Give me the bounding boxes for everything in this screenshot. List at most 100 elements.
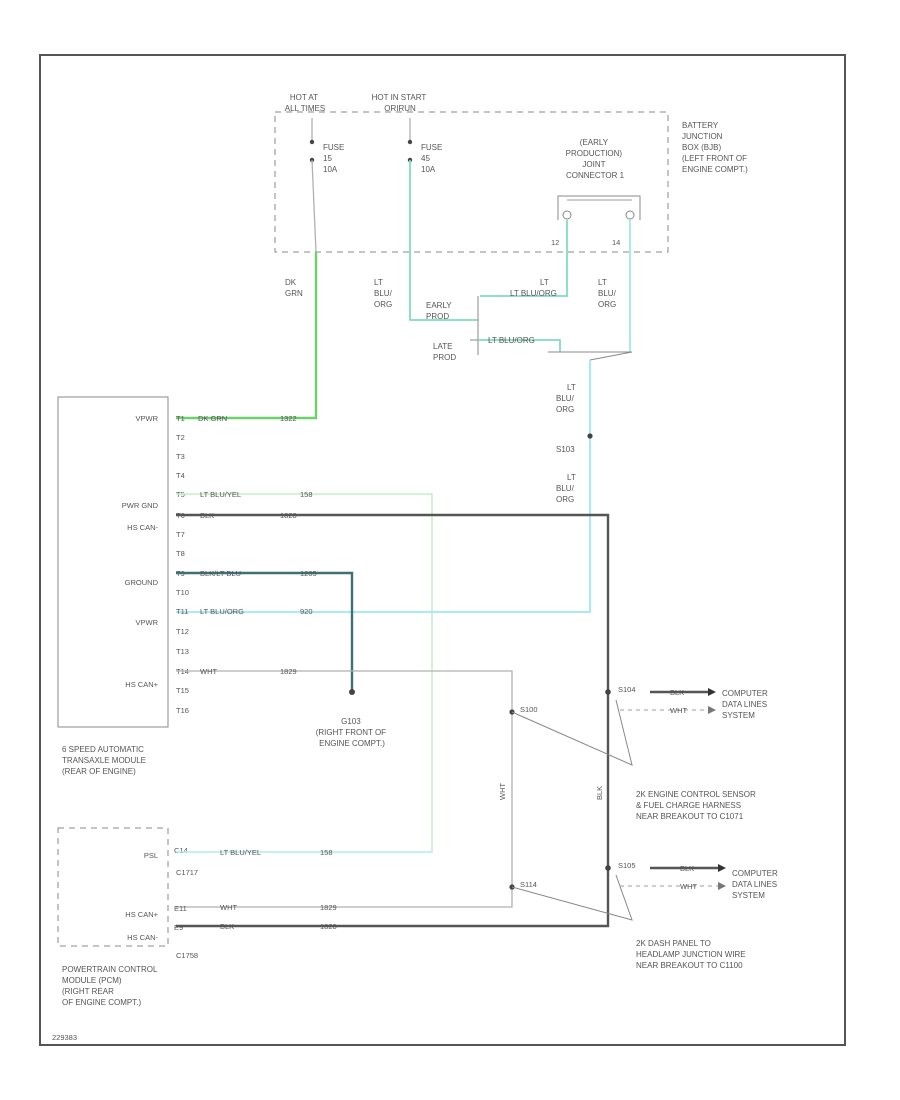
wire-lt-blu-org-label-4: LT BLU/ ORG: [556, 383, 578, 414]
joint-connector-pin-12-num: 12: [551, 238, 559, 247]
data-link-top-blk-arrow: [708, 688, 716, 696]
tcm-pin-num-12: T12: [176, 627, 189, 636]
splice-s103-label: S103: [556, 445, 575, 454]
splice-s114-label: S114: [520, 880, 537, 889]
joint-connector-pin-12: [562, 210, 572, 220]
pcm-psl-circuit: 158: [320, 848, 333, 857]
tcm-t1-color: DK GRN: [198, 414, 227, 423]
data-link-bot-wht-label: WHT: [680, 882, 697, 891]
wire-blk-hs-can-minus: [176, 513, 610, 928]
harness-note-1: 2K ENGINE CONTROL SENSOR & FUEL CHARGE H…: [636, 790, 758, 821]
wire-dk-grn-vpwr: [176, 252, 318, 420]
fuse-15-top-dot: [309, 139, 315, 145]
tcm-t1-circuit: 1322: [280, 414, 297, 423]
data-link-bot-wht-arrow: [718, 882, 726, 890]
splice-right-bot-dot: [605, 865, 611, 871]
data-link-top-wht-arrow: [708, 706, 716, 714]
pcm-pin-num-canp: E11: [174, 904, 187, 913]
pcm-connector-2: C1758: [176, 951, 198, 960]
late-prod-label: LATE PROD: [433, 342, 456, 362]
tcm-pin-num-7: T7: [176, 530, 185, 539]
splice-s100-label: S100: [520, 705, 538, 714]
pcm-pin-label-canm: HS CAN-: [127, 933, 158, 942]
late-prod-wire-label: LT BLU/ORG: [488, 336, 535, 345]
fuse-45-label: FUSE 45 10A: [421, 143, 445, 174]
tcm-pin-num-15: T15: [176, 686, 189, 695]
joint-connector-pin-14-num: 14: [612, 238, 620, 247]
wire-lt-blu-org-label-1: LT BLU/ ORG: [374, 278, 394, 309]
pcm-module-box: [57, 827, 169, 947]
wire-late-prod: [478, 339, 561, 352]
wire-lt-blu-org-fuse45: [409, 160, 478, 321]
pcm-pin-label-psl: PSL: [144, 851, 158, 860]
wire-lt-blu-org-label-3: LT BLU/ ORG: [598, 278, 618, 309]
tcm-t9-color: BLK/LT BLU: [200, 569, 241, 578]
tcm-pin-label-1: VPWR: [136, 414, 159, 423]
fuse-15-label: FUSE 15 10A: [323, 143, 347, 174]
data-link-top-wht-label: WHT: [670, 706, 687, 715]
tcm-pin-num-11: T11: [176, 607, 188, 616]
pcm-canm-color: BLK: [220, 922, 234, 931]
tcm-t9-circuit: 1205: [300, 569, 317, 578]
tcm-t6-circuit: 1828: [280, 511, 297, 520]
splice-s103-dot: [587, 433, 593, 439]
pcm-module-name: POWERTRAIN CONTROL MODULE (PCM) (RIGHT R…: [62, 965, 159, 1007]
splice-s100-dot: [509, 709, 515, 715]
wire-blk-lt-blu-ground: [176, 571, 354, 692]
pcm-connector-1: C1717: [176, 868, 198, 877]
pcm-pin-num-psl: C14: [174, 846, 188, 855]
production-switch-bracket: [470, 296, 479, 355]
data-link-top-system: COMPUTER DATA LINES SYSTEM: [722, 689, 770, 720]
pcm-canm-circuit: 1828: [320, 922, 337, 931]
tcm-module-box: [57, 396, 169, 728]
wire-lt-blu-org-label-5: LT BLU/ ORG: [556, 473, 578, 504]
diagram-frame: [39, 54, 846, 1046]
battery-junction-box-outline: [274, 111, 669, 253]
tcm-pin-num-10: T10: [176, 588, 189, 597]
footer-code: 229383: [52, 1033, 77, 1042]
joint-connector-label: (EARLY PRODUCTION) JOINT CONNECTOR 1: [566, 138, 625, 180]
data-link-top-blk-label: BLK: [670, 688, 684, 697]
ground-g103-dot: [349, 689, 355, 695]
harness-note-2: 2K DASH PANEL TO HEADLAMP JUNCTION WIRE …: [636, 939, 748, 970]
tcm-pin-label-14: HS CAN+: [125, 680, 158, 689]
wire-dk-grn-label: DK GRN: [285, 278, 303, 298]
harness-breakout-1: [511, 699, 633, 766]
wire-jc-pin12: [480, 220, 568, 297]
tcm-t14-circuit: 1829: [280, 667, 297, 676]
splice-right-top-label: S104: [618, 685, 636, 694]
splice-right-top-dot: [605, 689, 611, 695]
hot-at-all-times-label: HOT AT ALL TIMES: [285, 93, 325, 113]
wire-wht-hs-can-plus: [176, 670, 513, 908]
harness-breakout-2: [511, 874, 633, 921]
pcm-canp-circuit: 1829: [320, 903, 337, 912]
tcm-pin-numbers: T1 T2 T3 T4 T5 T6 T7 T8 T9 T10 T11 T12 T…: [176, 414, 189, 715]
tcm-t11-color: LT BLU/ORG: [200, 607, 244, 616]
wire-lt-blu-org-to-s103: [176, 360, 591, 613]
tcm-pin-num-2: T2: [176, 433, 185, 442]
tcm-pin-num-1: T1: [176, 414, 185, 423]
tcm-pin-num-13: T13: [176, 647, 189, 656]
hot-in-start-label: HOT IN START ORIRUN: [372, 93, 429, 113]
tcm-pin-label-9: GROUND: [125, 578, 159, 587]
joint-connector-body: [557, 195, 641, 220]
data-link-bot-blk-arrow: [718, 864, 726, 872]
tcm-t14-color: WHT: [200, 667, 217, 676]
tcm-pin-label-6: HS CAN-: [127, 523, 158, 532]
tcm-pin-num-3: T3: [176, 452, 185, 461]
tcm-pin-label-11: VPWR: [136, 618, 159, 627]
tcm-pin-num-16: T16: [176, 706, 189, 715]
tcm-t5-circuit: 158: [300, 490, 313, 499]
pcm-psl-color: LT BLU/YEL: [220, 848, 261, 857]
tcm-module-name: 6 SPEED AUTOMATIC TRANSAXLE MODULE (REAR…: [62, 745, 148, 776]
fuse-45-top-dot: [407, 139, 413, 145]
pcm-pin-label-canp: HS CAN+: [125, 910, 158, 919]
tcm-pin-label-5: PWR GND: [122, 501, 159, 510]
tcm-t11-circuit: 920: [300, 607, 313, 616]
wht-vertical-label: WHT: [498, 783, 507, 800]
pcm-pin-num-canm: E9: [174, 923, 183, 932]
early-prod-label: EARLY PROD: [426, 301, 454, 321]
tcm-pin-num-8: T8: [176, 549, 185, 558]
tcm-pin-num-4: T4: [176, 471, 185, 480]
production-merge: [548, 351, 633, 361]
